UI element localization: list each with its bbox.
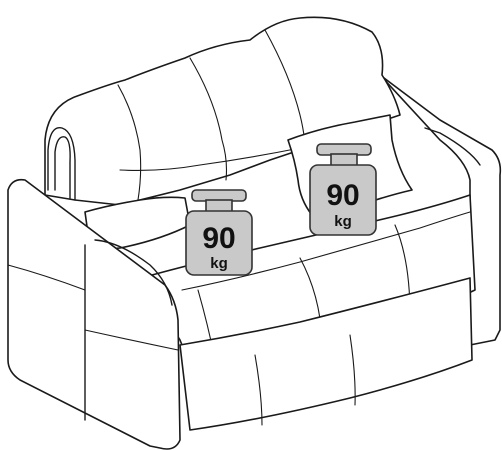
weight-unit: kg: [334, 213, 352, 230]
weight-value: 90: [202, 222, 235, 255]
weight-unit: kg: [210, 255, 228, 272]
weight-value: 90: [326, 179, 359, 212]
weight-left: 90 kg: [186, 190, 252, 275]
